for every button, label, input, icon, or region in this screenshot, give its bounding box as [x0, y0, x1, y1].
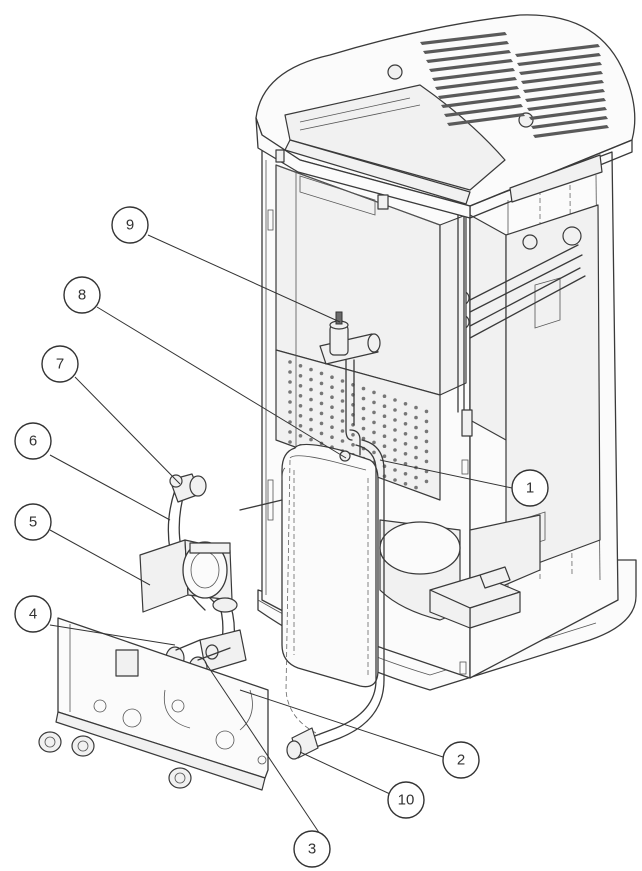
- pipes: [239, 359, 385, 760]
- leader-lines: [49, 234, 513, 838]
- loose-nuts: [38, 731, 192, 789]
- callout-label: 7: [56, 356, 64, 373]
- callout-label: 8: [78, 287, 86, 304]
- callout-6: 6: [14, 422, 52, 460]
- pump-assembly: [139, 473, 247, 680]
- callout-7: 7: [41, 345, 79, 383]
- callout-label: 3: [308, 841, 316, 858]
- callout-label: 2: [457, 752, 465, 769]
- callout-8: 8: [63, 276, 101, 314]
- callout-label: 1: [526, 480, 534, 497]
- expansion-tank: [281, 443, 379, 688]
- callouts: 1 2 3 4 5 6 7 8: [14, 206, 549, 868]
- callout-5: 5: [14, 503, 52, 541]
- callout-label: 5: [29, 514, 37, 531]
- callout-label: 9: [126, 217, 134, 234]
- callout-1: 1: [511, 469, 549, 507]
- callout-10: 10: [387, 781, 425, 819]
- top-cover: [255, 14, 636, 219]
- top-vent-slots: [420, 32, 609, 138]
- air-vent-valve: [319, 311, 381, 365]
- callout-label: 10: [398, 792, 415, 809]
- callout-label: 4: [29, 606, 37, 623]
- callout-9: 9: [111, 206, 149, 244]
- callout-label: 6: [29, 433, 37, 450]
- mounting-plate: [38, 617, 269, 791]
- callout-2: 2: [442, 741, 480, 779]
- callout-4: 4: [14, 595, 52, 633]
- callout-3: 3: [293, 830, 331, 868]
